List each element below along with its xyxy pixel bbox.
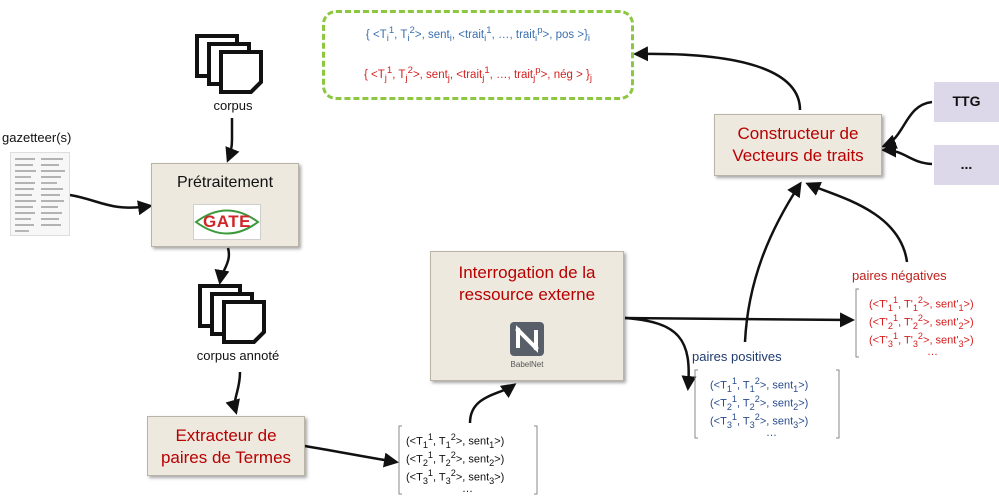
more-resources-label: ...: [960, 156, 973, 172]
negative-pair-1: (<T'11, T'12>, sent'1>): [869, 295, 974, 313]
arrow-negatives-to-constructeur: [805, 182, 909, 263]
negative-pairs-list: (<T'11, T'12>, sent'1>) (<T'21, T'22>, s…: [855, 287, 995, 359]
constructeur-title-line1: Constructeur de: [737, 124, 859, 143]
negative-vector-text: { <Tj1, Tj2>, sentj, <traitj1, …, traitj…: [364, 65, 592, 85]
term-pair-3: (<T31, T32>, sent3>): [406, 468, 505, 486]
pretraitement-title: Prétraitement: [176, 174, 274, 191]
corpus-annote-document-stack: [196, 282, 268, 344]
negative-pair-ellipsis: …: [927, 346, 938, 358]
corpus-document-stack: [193, 32, 265, 94]
feature-vectors-box: { <Ti1, Ti2>, senti, <traiti1, …, traiti…: [322, 10, 634, 100]
positive-pair-ellipsis: …: [766, 427, 777, 439]
extracteur-title-line2: paires de Termes: [160, 448, 292, 467]
term-pair-2: (<T21, T22>, sent2>): [406, 450, 505, 468]
arrow-interrogation-to-negatives: [624, 312, 855, 328]
corpus-annote-label: corpus annoté: [196, 348, 280, 363]
document-stack-icon: [195, 34, 263, 94]
interrogation-title-line1: Interrogation de la: [458, 263, 596, 282]
arrow-interrogation-to-positives: [624, 316, 697, 391]
ttg-label: TTG: [952, 93, 981, 109]
arrow-pairs-to-interrogation: [468, 383, 517, 424]
term-pairs-list: (<T11, T12>, sent1>) (<T21, T22>, sent2>…: [398, 424, 538, 496]
negative-pair-3: (<T'31, T'32>, sent'3>): [869, 331, 974, 349]
negative-pair-2: (<T'21, T'22>, sent'2>): [869, 313, 974, 331]
positive-pairs-list: (<T11, T12>, sent1>) (<T21, T22>, sent2>…: [694, 368, 840, 440]
gazetteer-list-icon: [10, 152, 70, 236]
babelnet-logo-icon: BabelNet: [507, 322, 547, 374]
arrow-annote-to-extracteur: [225, 371, 242, 415]
constructeur-title-line2: Vecteurs de traits: [732, 146, 864, 165]
document-stack-icon: [198, 284, 266, 344]
interrogation-title-line2: ressource externe: [458, 285, 596, 304]
arrow-gazetteer-to-pretraitement: [69, 193, 153, 216]
arrow-pretraitement-to-annote: [214, 247, 231, 285]
term-pair-ellipsis: …: [462, 483, 473, 495]
arrow-extracteur-to-pairs: [304, 444, 399, 468]
constructeur-box: Constructeur de Vecteurs de traits: [714, 114, 882, 176]
interrogation-box: Interrogation de la ressource externe Ba…: [430, 251, 624, 381]
arrow-positives-to-constructeur: [743, 181, 802, 343]
gate-logo-text: GATE: [203, 212, 251, 231]
extracteur-box: Extracteur de paires de Termes: [147, 416, 305, 476]
positive-pair-3: (<T31, T32>, sent3>): [710, 412, 809, 430]
corpus-label: corpus: [213, 98, 253, 113]
gazetteer-label: gazetteer(s): [2, 130, 72, 145]
extracteur-title-line1: Extracteur de: [175, 426, 277, 445]
pretraitement-box: Prétraitement GATE: [151, 163, 299, 247]
arrow-ttg-to-constructeur: [881, 100, 933, 149]
gate-logo-icon: GATE: [193, 204, 261, 240]
paires-negatives-label: paires négatives: [852, 268, 947, 283]
arrow-corpus-to-pretraitement: [225, 118, 240, 163]
more-resources-box: ...: [934, 145, 999, 185]
paires-positives-label: paires positives: [692, 349, 782, 364]
ttg-resource-box: TTG: [934, 82, 999, 122]
arrow-constructeur-to-vectors: [633, 46, 802, 111]
positive-pair-2: (<T21, T22>, sent2>): [710, 394, 809, 412]
positive-pair-1: (<T11, T12>, sent1>): [710, 376, 809, 394]
positive-vector-text: { <Ti1, Ti2>, senti, <traiti1, …, traiti…: [365, 25, 591, 45]
babelnet-logo-text: BabelNet: [510, 360, 544, 369]
arrow-more-to-constructeur: [881, 142, 933, 166]
term-pair-1: (<T11, T12>, sent1>): [406, 432, 505, 450]
